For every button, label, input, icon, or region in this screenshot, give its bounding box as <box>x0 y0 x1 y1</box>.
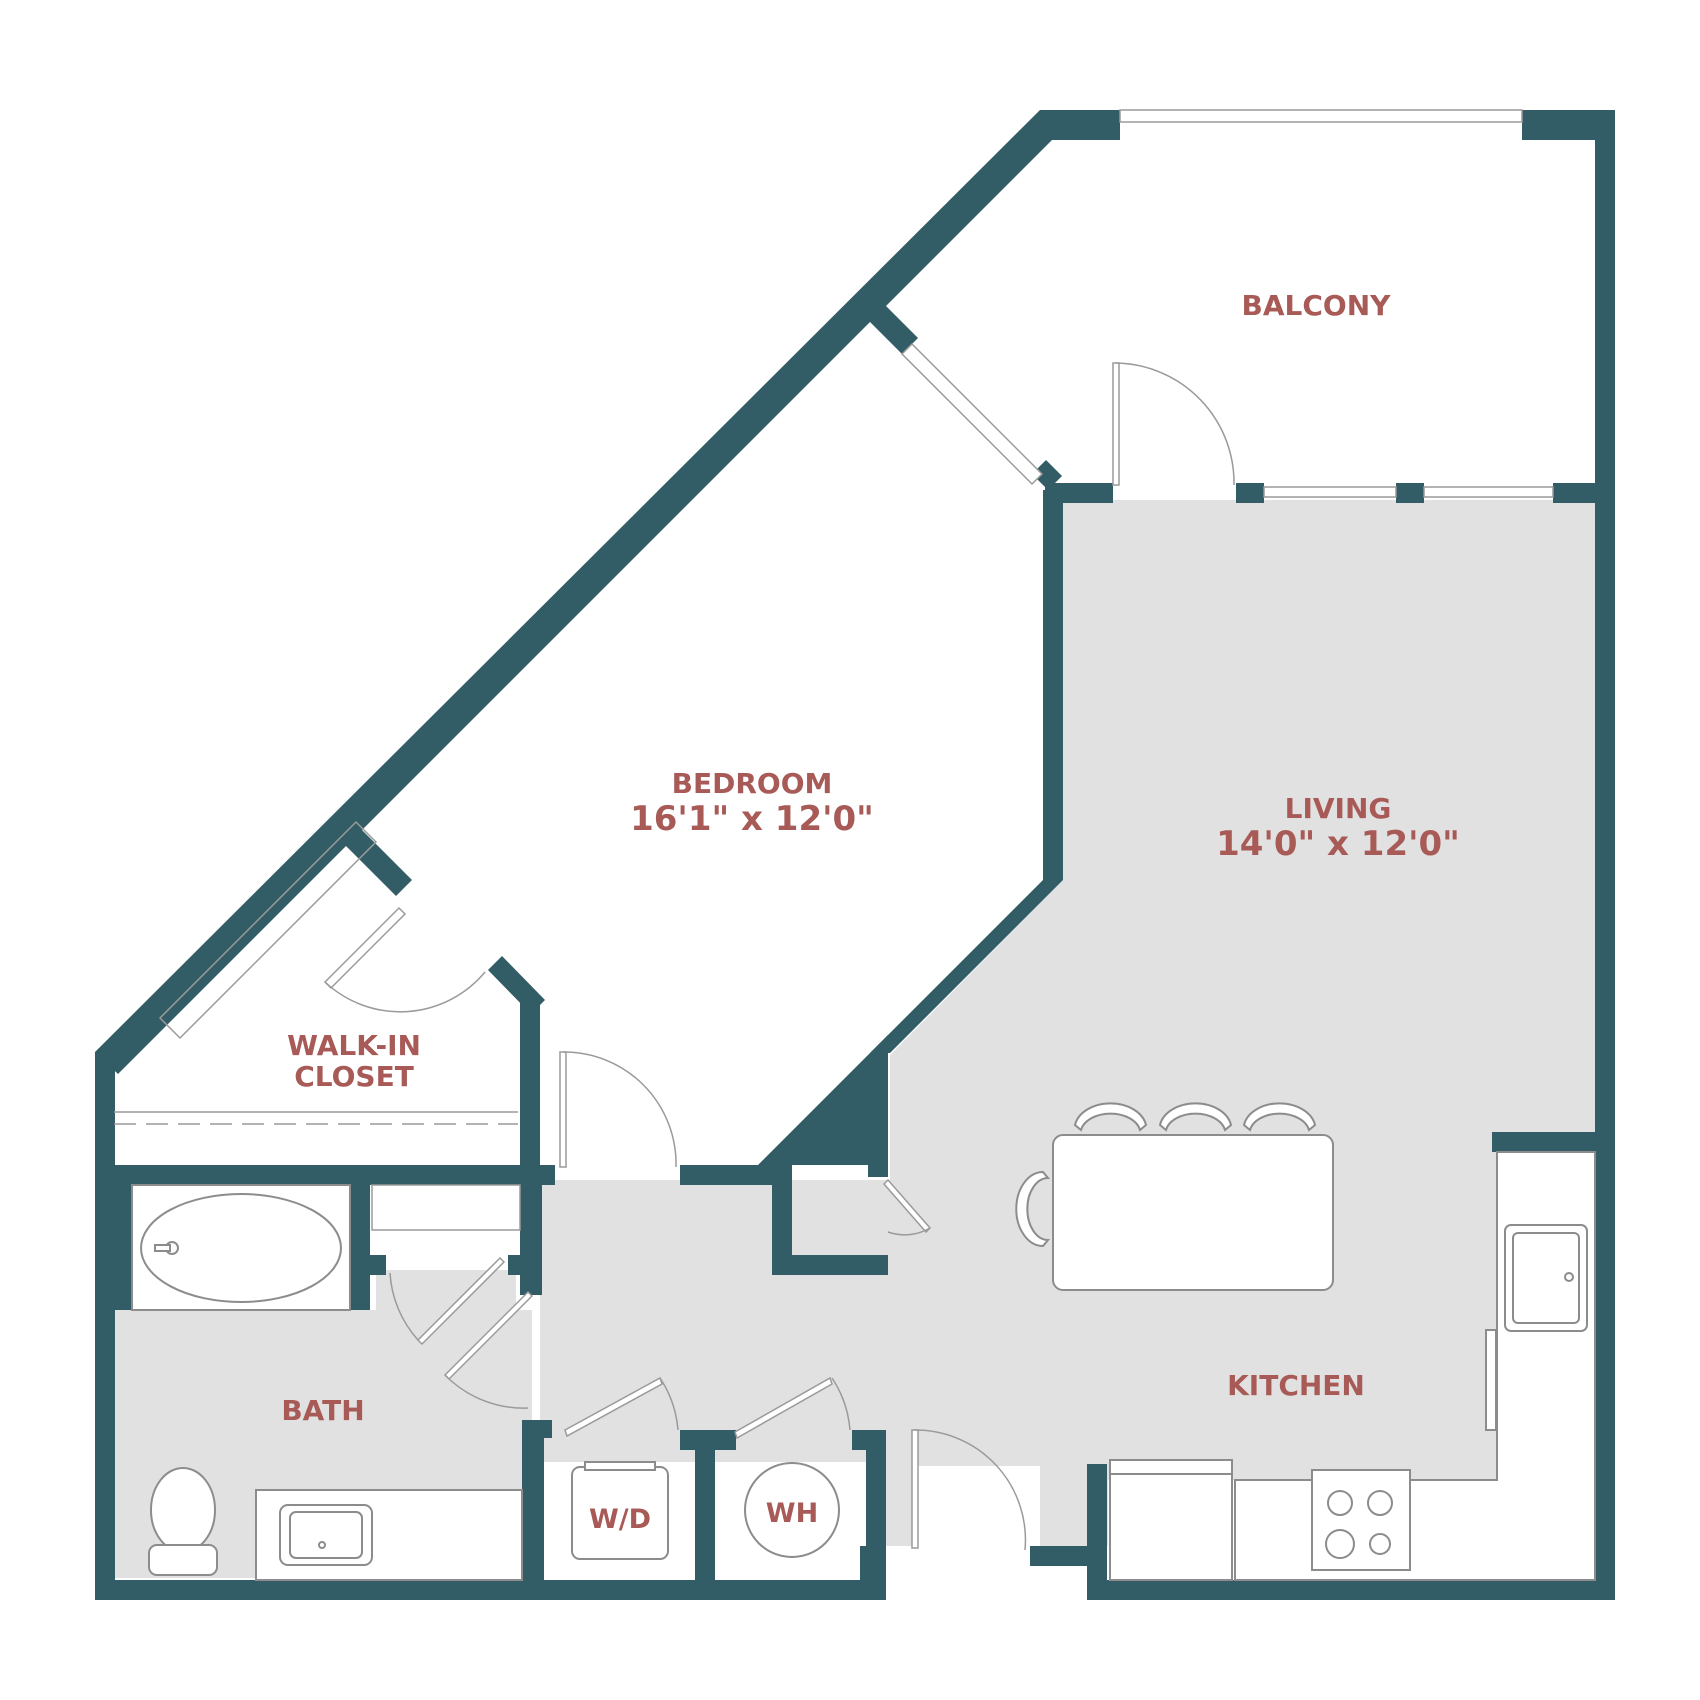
balcony-label: BALCONY <box>1242 289 1392 322</box>
bath-fixtures <box>131 1184 523 1581</box>
water-heater-label: WH <box>766 1498 818 1529</box>
interior-walls <box>95 298 1597 1600</box>
kitchen-fixtures <box>1015 1102 1596 1581</box>
kitchen-label: KITCHEN <box>1227 1369 1365 1402</box>
washer-dryer-label: W/D <box>589 1504 651 1535</box>
living-label: LIVING <box>1285 792 1392 825</box>
windows <box>900 109 1554 498</box>
living-dimensions: 14'0" x 12'0" <box>1216 824 1460 864</box>
walk-in-closet-label-line1: WALK-IN <box>287 1029 421 1062</box>
bath-label: BATH <box>281 1394 364 1427</box>
bedroom-label: BEDROOM <box>672 767 833 800</box>
utility-fixtures <box>571 1461 840 1560</box>
room-labels: BALCONY BEDROOM 16'1" x 12'0" LIVING 14'… <box>281 289 1460 1535</box>
doors <box>323 362 1235 1551</box>
bedroom-dimensions: 16'1" x 12'0" <box>630 799 874 839</box>
exterior-walls <box>95 110 1615 1600</box>
walk-in-closet-label-line2: CLOSET <box>294 1060 414 1093</box>
closet-shelving <box>114 820 521 1231</box>
